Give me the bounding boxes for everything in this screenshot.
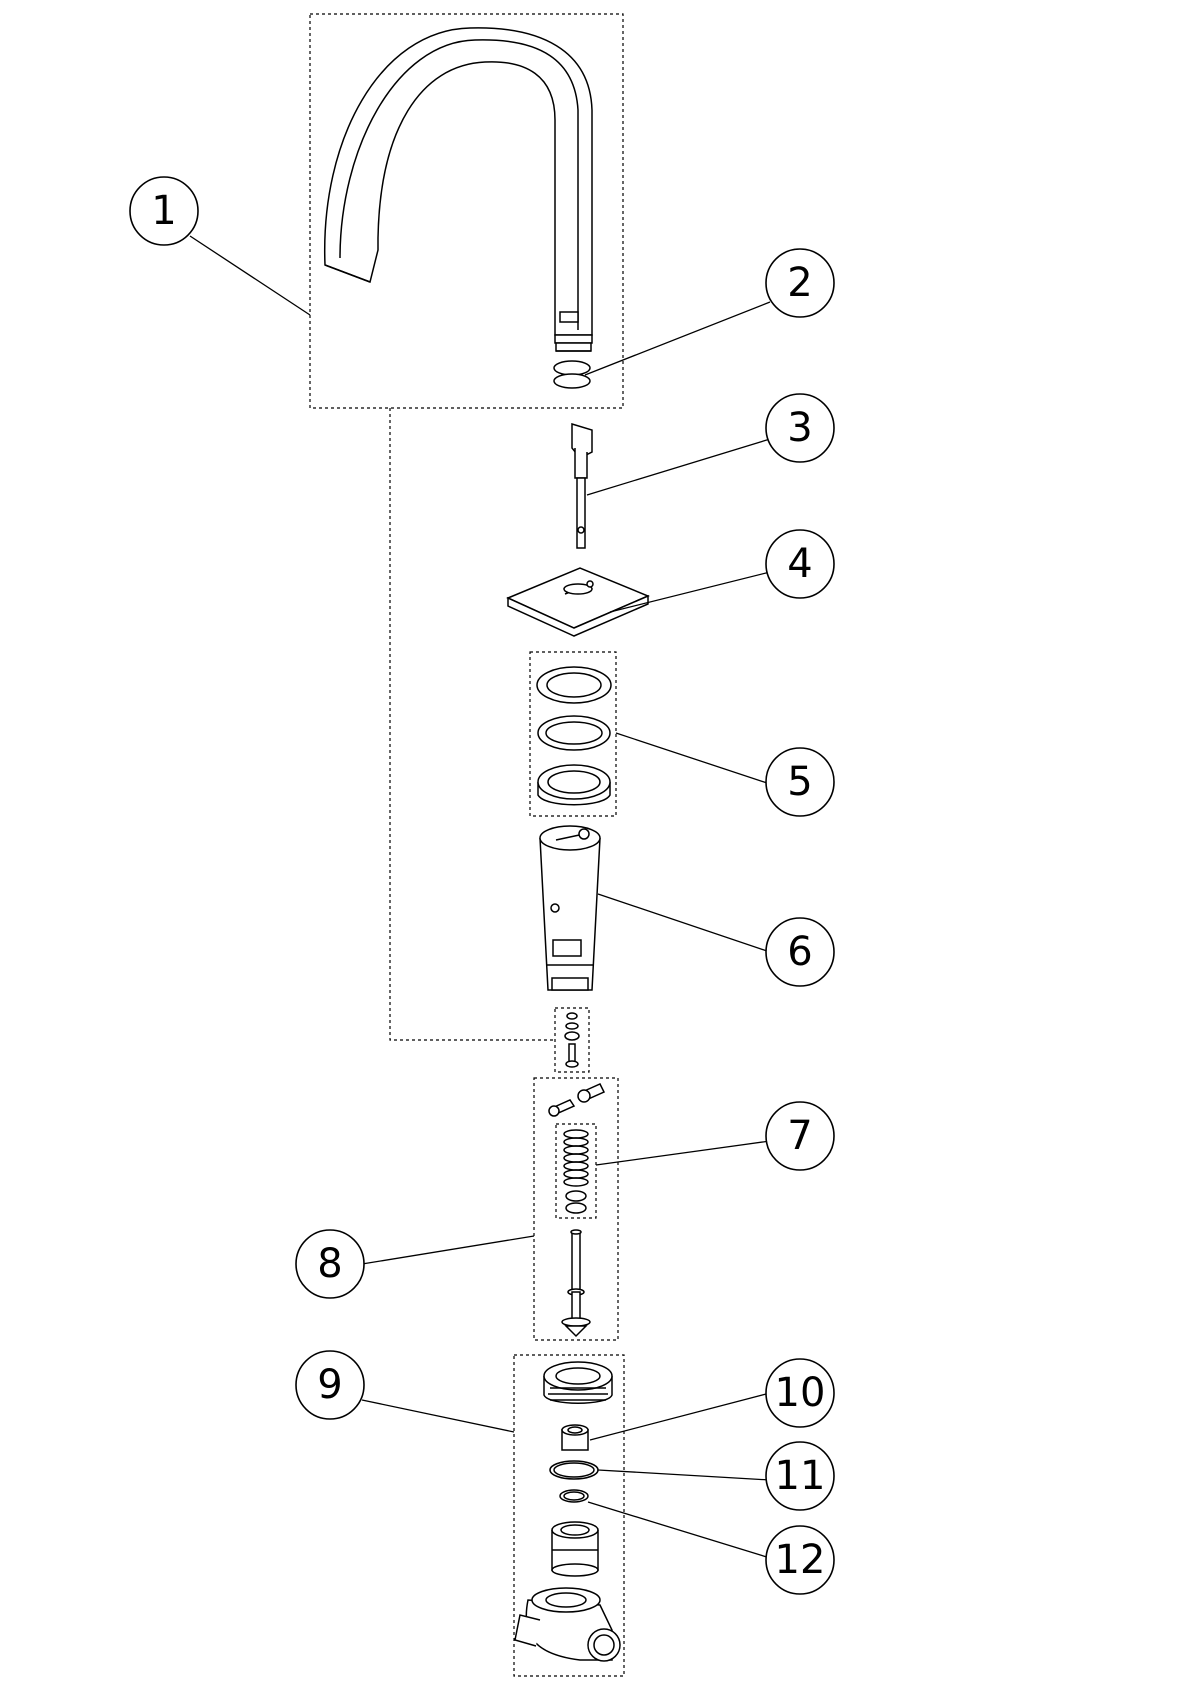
part-spout bbox=[323, 27, 593, 352]
group-box-small-parts bbox=[554, 1007, 590, 1073]
group-box-spout bbox=[309, 13, 624, 409]
group-box-spring-set bbox=[555, 1123, 597, 1219]
group-box-connection-set bbox=[513, 1354, 625, 1677]
callout-1: 1 bbox=[129, 176, 199, 246]
svg-text:9: 9 bbox=[317, 1362, 342, 1408]
part-elbow-valve bbox=[514, 1587, 621, 1662]
callout-4: 4 bbox=[765, 529, 835, 599]
svg-text:12: 12 bbox=[775, 1537, 826, 1583]
part-aerator-seal bbox=[553, 360, 591, 389]
group-box-valve-assembly bbox=[533, 1077, 619, 1341]
callout-6: 6 bbox=[765, 917, 835, 987]
part-valve-body bbox=[539, 825, 601, 991]
group-box-seals bbox=[529, 651, 617, 817]
callout-7: 7 bbox=[765, 1101, 835, 1171]
svg-text:8: 8 bbox=[317, 1241, 342, 1287]
callout-10: 10 bbox=[765, 1358, 835, 1428]
callout-5: 5 bbox=[765, 747, 835, 817]
callout-12: 12 bbox=[765, 1525, 835, 1595]
part-rosette-plate bbox=[506, 567, 650, 637]
part-small-fittings bbox=[564, 1012, 580, 1068]
callout-2: 2 bbox=[765, 248, 835, 318]
part-lever-stem bbox=[571, 422, 593, 549]
leader-lines bbox=[189, 235, 771, 1559]
callout-9: 9 bbox=[295, 1350, 365, 1420]
part-spring-set bbox=[548, 1083, 606, 1214]
part-seal-rings bbox=[536, 666, 612, 806]
svg-text:10: 10 bbox=[775, 1370, 826, 1416]
callout-8: 8 bbox=[295, 1229, 365, 1299]
part-bushing bbox=[561, 1424, 589, 1451]
part-o-ring-large bbox=[549, 1460, 599, 1480]
part-connection-nut bbox=[543, 1361, 613, 1404]
svg-text:6: 6 bbox=[787, 929, 812, 975]
callout-11: 11 bbox=[765, 1441, 835, 1511]
group-connector-line bbox=[389, 408, 555, 1041]
svg-text:1: 1 bbox=[151, 188, 176, 234]
svg-text:3: 3 bbox=[787, 405, 812, 451]
part-o-ring-small bbox=[559, 1489, 589, 1503]
svg-text:11: 11 bbox=[775, 1453, 826, 1499]
svg-text:7: 7 bbox=[787, 1113, 812, 1159]
svg-text:4: 4 bbox=[787, 541, 812, 587]
svg-text:2: 2 bbox=[787, 260, 812, 306]
part-connector-fitting bbox=[551, 1521, 599, 1577]
svg-text:5: 5 bbox=[787, 759, 812, 805]
callout-3: 3 bbox=[765, 393, 835, 463]
part-valve-spindle bbox=[561, 1229, 591, 1338]
